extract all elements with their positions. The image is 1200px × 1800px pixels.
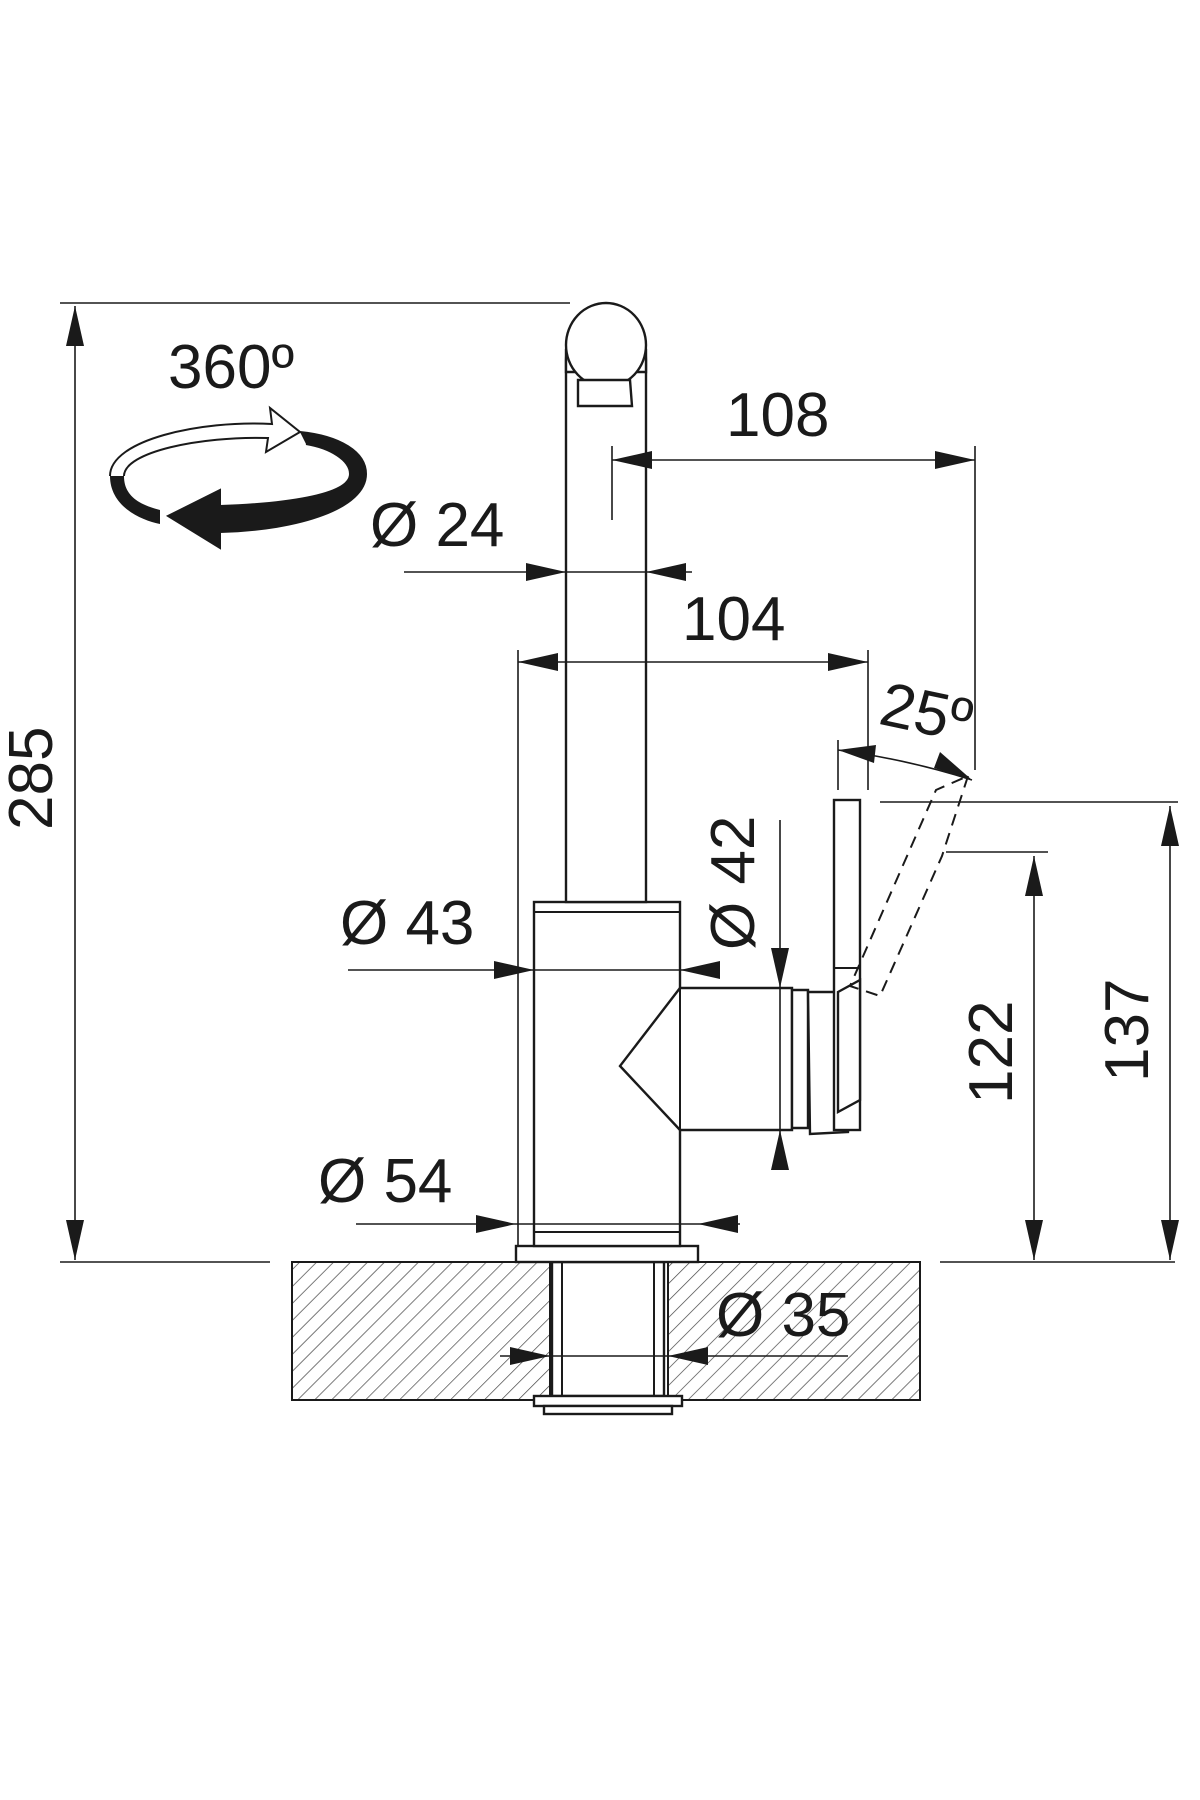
dim-lever-height-low: [946, 851, 1048, 1260]
dim-spout-reach: [611, 446, 976, 770]
label-spout-reach: 108: [726, 381, 829, 450]
spout-tube: [564, 348, 648, 904]
base-plate: [514, 1244, 700, 1264]
dim-mount-hole-diameter: [500, 1347, 848, 1365]
mounting-shank: [532, 1260, 684, 1416]
label-lever-angle: 25º: [874, 670, 978, 757]
dim-base-diameter: [356, 1215, 740, 1233]
label-lever-diameter: Ø 42: [699, 816, 768, 950]
lever-handle-tilted: [848, 774, 970, 998]
dim-lever-angle: [837, 740, 973, 790]
label-body-diameter: Ø 43: [340, 889, 474, 958]
spout-head: [564, 301, 648, 408]
label-base-diameter: Ø 54: [318, 1147, 452, 1216]
label-mount-hole-diameter: Ø 35: [716, 1281, 850, 1350]
rotation-360-icon: [109, 405, 368, 550]
dim-body-reach: [517, 650, 869, 1246]
label-lever-height-low: 122: [957, 1001, 1026, 1104]
label-total-height: 285: [0, 727, 66, 830]
label-rotation: 360º: [168, 333, 294, 402]
dim-total-height: [60, 302, 570, 1260]
dim-lever-height-high: [880, 801, 1179, 1260]
dim-body-diameter: [348, 961, 720, 979]
lever-handle: [832, 798, 862, 1132]
label-lever-height-high: 137: [1093, 979, 1162, 1082]
label-body-reach: 104: [682, 585, 785, 654]
dim-lever-diameter: [771, 820, 789, 1170]
dim-spout-diameter: [404, 563, 692, 581]
label-spout-diameter: Ø 24: [370, 491, 504, 560]
